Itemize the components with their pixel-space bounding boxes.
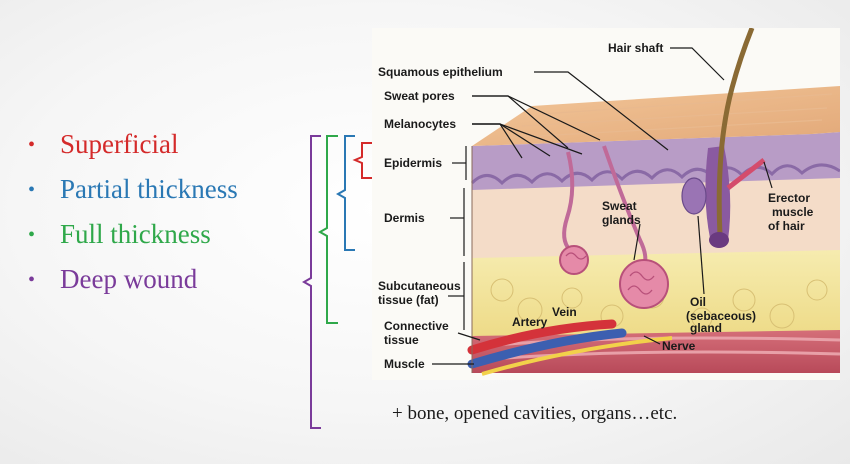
label-dermis: Dermis <box>384 211 425 225</box>
bracket-deep-wound <box>304 136 321 428</box>
bracket-partial-thickness <box>338 136 355 250</box>
label-oil-gland-3: gland <box>690 321 722 335</box>
sebaceous-gland <box>682 178 706 214</box>
label-erector-muscle-3: of hair <box>768 219 805 233</box>
label-sweat-glands: Sweat <box>602 199 637 213</box>
label-vein: Vein <box>552 305 577 319</box>
label-nerve: Nerve <box>662 339 696 353</box>
bracket-full-thickness <box>320 136 338 323</box>
label-subcutaneous: Subcutaneous <box>378 279 461 293</box>
label-epidermis: Epidermis <box>384 156 442 170</box>
label-sweat-glands-2: glands <box>602 213 641 227</box>
label-artery: Artery <box>512 315 548 329</box>
skin-cross-section-diagram: Hair shaft Squamous epithelium Sweat por… <box>372 28 840 380</box>
label-muscle: Muscle <box>384 357 425 371</box>
label-erector-muscle-2: muscle <box>772 205 814 219</box>
sweat-gland-left <box>560 246 588 274</box>
footer-note: + bone, opened cavities, organs…etc. <box>392 403 677 425</box>
depth-brackets <box>0 0 380 464</box>
label-oil-gland: Oil <box>690 295 706 309</box>
label-sweat-pores: Sweat pores <box>384 89 455 103</box>
label-subcutaneous-2: tissue (fat) <box>378 293 439 307</box>
label-connective-tissue-2: tissue <box>384 333 419 347</box>
label-erector-muscle: Erector <box>768 191 810 205</box>
hair-bulb <box>709 232 729 248</box>
label-hair-shaft: Hair shaft <box>608 41 663 55</box>
bracket-superficial <box>355 143 372 178</box>
label-connective-tissue: Connective <box>384 319 449 333</box>
sweat-gland-right <box>620 260 668 308</box>
label-squamous-epithelium: Squamous epithelium <box>378 65 503 79</box>
label-melanocytes: Melanocytes <box>384 117 456 131</box>
